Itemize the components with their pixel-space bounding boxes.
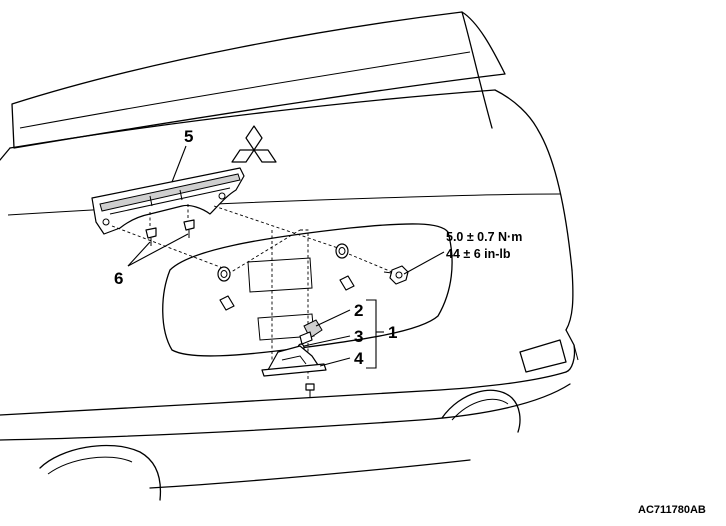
- clips-part-6: [145, 219, 195, 246]
- torque-nm-label: 5.0 ± 0.7 N·m: [446, 230, 522, 244]
- license-garnish-part-5: [91, 167, 245, 235]
- left-wheel-arch: [39, 444, 162, 501]
- assembly-guide-lines: [111, 204, 393, 396]
- callout-3-label: 3: [354, 327, 363, 346]
- torque-inlb-label: 44 ± 6 in-lb: [446, 247, 511, 261]
- callout-6-label: 6: [114, 269, 123, 288]
- nut-fastener: [383, 265, 409, 285]
- mitsubishi-emblem: [231, 125, 277, 163]
- callout-4-label: 4: [354, 349, 364, 368]
- right-wheel-arch: [441, 389, 521, 433]
- rear-spoiler: [11, 11, 506, 149]
- callout-1-label: 1: [388, 323, 397, 342]
- license-plate-recess: [162, 223, 453, 357]
- figure-code: AC711780AB: [638, 504, 706, 516]
- callout-2-label: 2: [354, 301, 363, 320]
- license-lamp-assembly-part-1: [261, 319, 327, 398]
- callout-5-label: 5: [184, 127, 193, 146]
- leader-lines: [127, 145, 445, 369]
- mounting-grommets: [217, 243, 355, 311]
- vehicle-rear-body: [0, 11, 579, 501]
